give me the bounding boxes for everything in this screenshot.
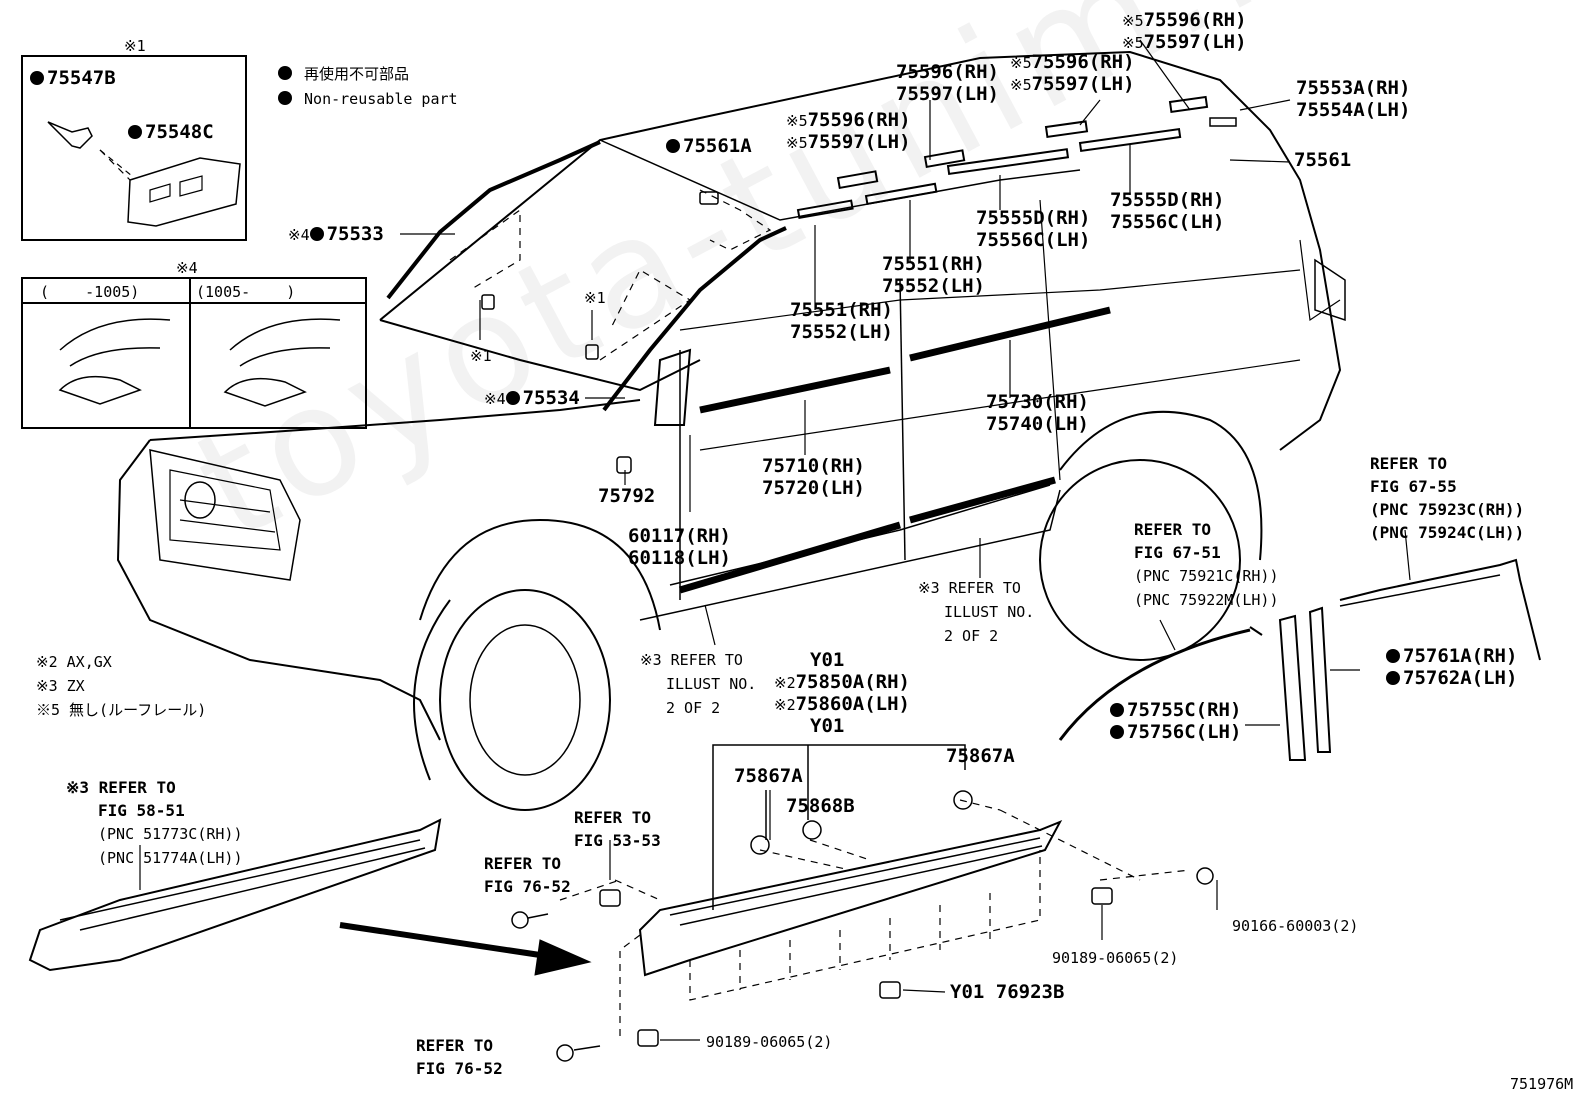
part-75597-lh-5a: ※575597(LH): [786, 131, 911, 153]
figure-number: 751976M: [1510, 1075, 1574, 1093]
part-90189-06065-a: 90189-06065(2): [1052, 949, 1179, 967]
mark-4: ※4: [288, 226, 310, 244]
part-75850a: ※275850A(RH): [774, 671, 910, 693]
color-code-y01-a: Y01: [810, 649, 845, 671]
part-90189-06065-b: 90189-06065(2): [706, 1033, 833, 1051]
mark-5: ※5: [1122, 12, 1144, 30]
legend-reuse-jp: 再使用不可部品: [278, 62, 409, 86]
color-code-y01-b: Y01: [810, 715, 845, 737]
part-75597-lh-5c: ※575597(LH): [1122, 31, 1247, 53]
inset4-col1: ( -1005): [40, 283, 140, 301]
part-75548c: 75548C: [128, 122, 214, 143]
part-75868b: 75868B: [786, 795, 855, 817]
legend-reuse-en: Non-reusable part: [278, 87, 458, 111]
mark-1-b: ※1: [584, 289, 606, 307]
part-75554a: 75554A(LH): [1296, 99, 1411, 121]
part-75597-lh-5b: ※575597(LH): [1010, 73, 1135, 95]
mark-1-a: ※1: [470, 347, 492, 365]
bullet-icon: [1110, 725, 1124, 739]
inset4-col2: (1005- ): [196, 283, 296, 301]
part-75561: 75561: [1294, 149, 1352, 171]
part-75561a: 75561A: [666, 136, 752, 157]
part-75551-b: 75551(RH): [790, 299, 893, 321]
part-75547b: 75547B: [30, 68, 116, 89]
part-75755c: 75755C(RH): [1110, 700, 1241, 721]
mark-4: ※4: [484, 390, 506, 408]
part-75792: 75792: [598, 485, 656, 507]
part-75867a-left: 75867A: [734, 765, 803, 787]
part-75761a: 75761A(RH): [1386, 646, 1517, 667]
inset4-mark: ※4: [176, 259, 198, 277]
bullet-icon: [278, 66, 292, 80]
mark-5: ※5: [1010, 76, 1032, 94]
part-75553a: 75553A(RH): [1296, 77, 1411, 99]
part-75596-rh: 75596(RH): [896, 61, 999, 83]
part-75762a: 75762A(LH): [1386, 668, 1517, 689]
bullet-icon: [505, 391, 520, 405]
part-75556c-a: 75556C(LH): [976, 229, 1091, 251]
bullet-icon: [1386, 649, 1400, 663]
part-75551-a: 75551(RH): [882, 253, 985, 275]
note-5: ※5 無し(ルーフレール): [36, 701, 207, 719]
bullet-icon: [128, 125, 142, 139]
part-90166-60003: 90166-60003(2): [1232, 917, 1359, 935]
bullet-icon: [30, 71, 44, 85]
mark-5: ※5: [1122, 34, 1144, 52]
bullet-icon: [666, 139, 680, 153]
mark-2: ※2: [774, 696, 796, 714]
mark-5: ※5: [786, 112, 808, 130]
mark-5: ※5: [1010, 54, 1032, 72]
mark-2: ※2: [774, 674, 796, 692]
part-75740: 75740(LH): [986, 413, 1089, 435]
inset1-mark: ※1: [124, 37, 146, 55]
part-75552-b: 75552(LH): [790, 321, 893, 343]
bullet-icon: [309, 227, 324, 241]
part-75720: 75720(LH): [762, 477, 865, 499]
part-75596-rh-5b: ※575596(RH): [1010, 51, 1135, 73]
part-75756c: 75756C(LH): [1110, 722, 1241, 743]
part-75710: 75710(RH): [762, 455, 865, 477]
part-75597-lh: 75597(LH): [896, 83, 999, 105]
note-2: ※2 AX,GX: [36, 653, 112, 671]
bullet-icon: [278, 91, 292, 105]
part-75552-a: 75552(LH): [882, 275, 985, 297]
mark-5: ※5: [786, 134, 808, 152]
part-75555d-b: 75555D(RH): [1110, 189, 1225, 211]
part-60118: 60118(LH): [628, 547, 731, 569]
part-75867a-right: 75867A: [946, 745, 1015, 767]
note-3: ※3 ZX: [36, 677, 85, 695]
part-76923b: Y01 76923B: [950, 981, 1065, 1003]
bullet-icon: [1386, 671, 1400, 685]
part-75730: 75730(RH): [986, 391, 1089, 413]
part-75860a: ※275860A(LH): [774, 693, 910, 715]
bullet-icon: [1110, 703, 1124, 717]
part-75555d-a: 75555D(RH): [976, 207, 1091, 229]
part-75596-rh-5c: ※575596(RH): [1122, 9, 1247, 31]
part-75596-rh-5a: ※575596(RH): [786, 109, 911, 131]
part-75556c-b: 75556C(LH): [1110, 211, 1225, 233]
part-60117: 60117(RH): [628, 525, 731, 547]
